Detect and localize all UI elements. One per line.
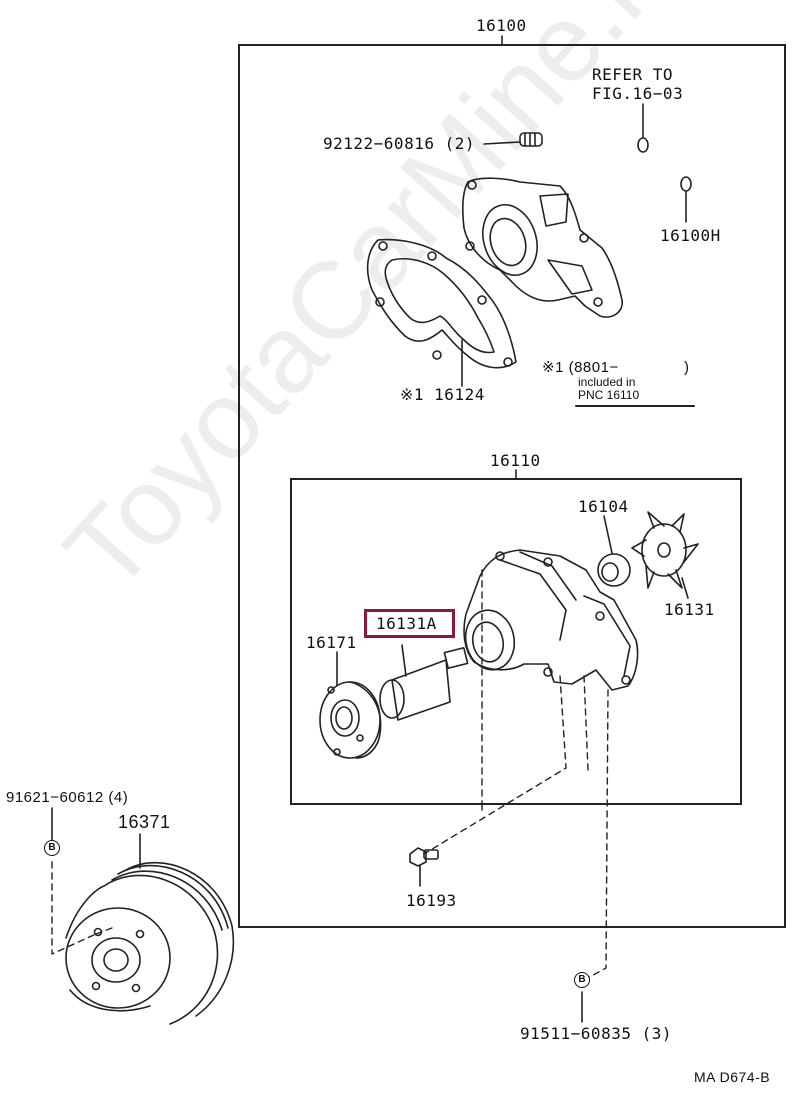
pump-body-part [463,549,639,691]
impeller-16131-part [631,511,699,589]
highlight-box-16131a[interactable]: 16131A [364,609,455,638]
assembly-16100-frame [238,44,786,928]
hub-16171-part [319,681,382,759]
label-16110: 16110 [490,451,541,470]
label-16193: 16193 [406,891,457,910]
label-16131: 16131 [664,600,715,619]
note-marker: ※1 (8801− [542,359,619,376]
label-16100: 16100 [476,16,527,35]
label-16371-pulley: 16371 [118,812,171,832]
label-16171: 16171 [306,633,357,652]
label-16131a: 16131A [376,614,437,633]
stud-92122-part [519,132,543,147]
pulley-16371-part [65,861,235,1025]
bearing-shaft-part [379,647,469,721]
label-92122-stud: 92122−60816 (2) [323,134,475,153]
note-line2: included in [578,375,636,389]
label-91621-bolt: 91621−60612 (4) [6,789,129,806]
label-91511-bolt: 91511−60835 (3) [520,1024,672,1043]
note-line3: PNC 16110 [578,388,640,402]
label-16104: 16104 [578,497,629,516]
badge-b-left: B [44,840,60,856]
figure-code: MA D674-B [694,1069,771,1085]
badge-b-right: B [574,972,590,988]
bolt-16193-part [409,847,439,867]
label-16124-gasket: ※1 16124 [400,385,485,404]
assembly-16110-frame [290,478,742,805]
label-refer-line2: FIG.16−03 [592,84,684,103]
label-refer-line1: REFER TO [592,65,674,84]
label-16100h: 16100H [660,226,721,245]
note-paren: ) [684,359,690,376]
